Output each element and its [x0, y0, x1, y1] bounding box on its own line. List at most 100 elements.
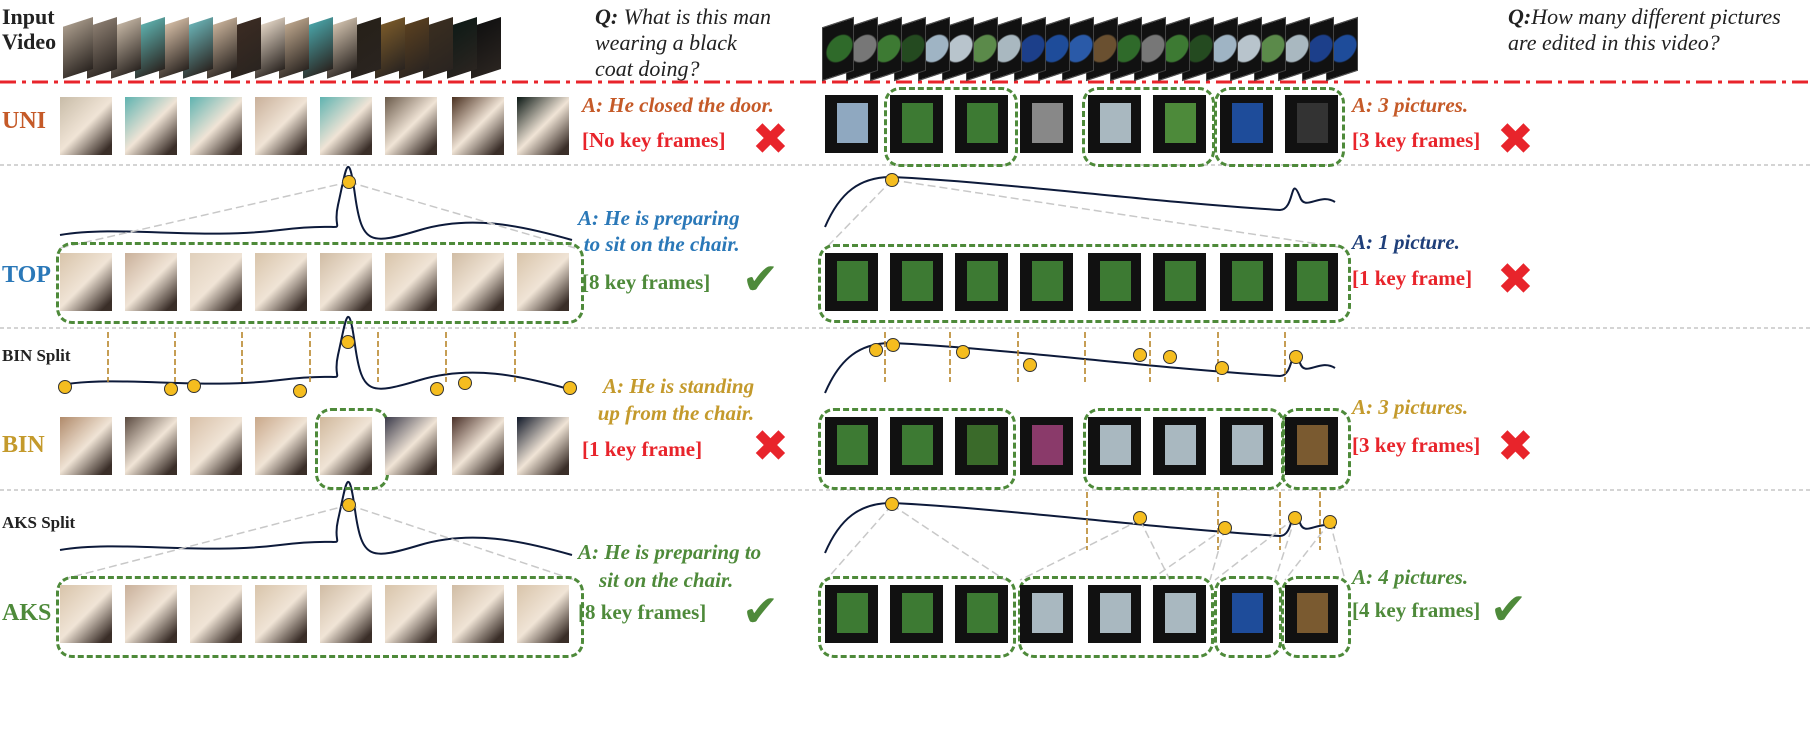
keyframe-group-box — [1083, 408, 1285, 490]
video-frame — [452, 417, 504, 475]
video-frame — [385, 417, 437, 475]
answer-line: to sit on the chair. — [583, 232, 740, 256]
frame-content — [902, 425, 933, 465]
question-left: Q: What is this man wearing a black coat… — [595, 4, 780, 82]
q-prefix: Q: — [1508, 4, 1532, 29]
keyframe-group-box — [56, 576, 584, 658]
video-frame — [385, 253, 437, 311]
video-frame — [1088, 585, 1141, 643]
answer-line: A: He is preparing to — [578, 540, 762, 564]
frame-content — [1165, 593, 1196, 633]
frame-content — [1232, 103, 1263, 143]
check-icon: ✔ — [742, 254, 779, 305]
video-frame — [1153, 417, 1206, 475]
frame-content — [902, 103, 933, 143]
video-frame — [825, 95, 878, 153]
keyframes-bin-left: [1 key frame] — [582, 437, 703, 461]
keyframe-dot — [885, 173, 899, 187]
answer-line: up from the chair. — [597, 401, 755, 425]
q-text: What is this man wearing a black coat do… — [595, 4, 772, 81]
keyframe-group-box — [1082, 87, 1215, 167]
video-frame — [452, 585, 504, 643]
video-frame — [60, 417, 112, 475]
keyframe-group-box — [818, 244, 1351, 323]
video-frame — [890, 95, 943, 153]
connector-line — [1149, 527, 1226, 581]
frame-content — [902, 261, 933, 301]
video-frame — [125, 417, 177, 475]
connector-line — [348, 504, 576, 581]
answer-uni-right: A: 3 pictures. — [1352, 93, 1469, 117]
split-label-aks: AKS Split — [2, 513, 76, 532]
frame-content — [837, 261, 868, 301]
frame-content — [967, 425, 998, 465]
keyframe-dot — [1023, 358, 1037, 372]
method-label-uni: UNI — [2, 108, 47, 134]
connector-line — [1274, 517, 1296, 581]
video-frame — [825, 585, 878, 643]
video-frame — [517, 585, 569, 643]
keyframes-uni-right: [3 key frames] — [1352, 128, 1481, 152]
video-frame — [125, 585, 177, 643]
keyframe-dot — [1218, 521, 1232, 535]
connector-line — [825, 179, 893, 249]
frame-content — [1165, 261, 1196, 301]
video-frame — [320, 97, 372, 155]
keyframe-dot — [1133, 511, 1147, 525]
video-frame — [320, 417, 372, 475]
connector-line — [1329, 521, 1346, 581]
keyframe-group-box — [1214, 87, 1345, 167]
cross-icon: ✖ — [752, 421, 789, 472]
importance-curve — [59, 481, 573, 556]
cross-icon: ✖ — [1497, 254, 1534, 305]
keyframes-uni-left: [No key frames] — [582, 128, 726, 152]
connector-line — [891, 179, 1346, 249]
method-label-top: TOP — [2, 262, 51, 288]
connector-line — [1214, 517, 1296, 581]
video-frame — [1220, 95, 1273, 153]
video-frame — [190, 417, 242, 475]
keyframe-group-box — [818, 408, 1016, 490]
frame-content — [1232, 261, 1263, 301]
video-frame — [1088, 253, 1141, 311]
input-frame — [62, 16, 93, 80]
importance-curve — [59, 316, 573, 391]
video-frame — [955, 417, 1008, 475]
method-label-bin: BIN — [2, 432, 45, 458]
keyframe-dot — [342, 498, 356, 512]
video-frame — [385, 97, 437, 155]
keyframe-group-box — [56, 242, 584, 324]
keyframe-dot — [293, 384, 307, 398]
keyframes-bin-right: [3 key frames] — [1352, 433, 1481, 457]
keyframe-dot — [164, 382, 178, 396]
video-frame — [190, 585, 242, 643]
method-label-aks: AKS — [2, 600, 52, 626]
video-frame — [125, 97, 177, 155]
connector-line — [1284, 521, 1331, 581]
video-frame — [825, 417, 878, 475]
frame-content — [1297, 103, 1328, 143]
cross-icon: ✖ — [1497, 421, 1534, 472]
frame-content — [1165, 103, 1196, 143]
video-frame — [1088, 95, 1141, 153]
keyframe-dot — [341, 335, 355, 349]
importance-curve — [824, 501, 1336, 554]
frame-content — [1232, 593, 1263, 633]
keyframe-group-box — [1214, 576, 1282, 658]
keyframe-dot — [563, 381, 577, 395]
answer-top-right: A: 1 picture. — [1352, 230, 1460, 254]
frame-content — [1297, 593, 1328, 633]
frame-content — [1100, 425, 1131, 465]
video-frame — [890, 585, 943, 643]
keyframe-dot — [1289, 350, 1303, 364]
frame-content — [1165, 425, 1196, 465]
connector-line — [825, 504, 893, 581]
keyframe-dot — [1215, 361, 1229, 375]
answer-line: sit on the chair. — [599, 568, 734, 592]
keyframe-dot — [58, 380, 72, 394]
keyframes-top-right: [1 key frame] — [1352, 266, 1473, 290]
frame-content — [1100, 261, 1131, 301]
